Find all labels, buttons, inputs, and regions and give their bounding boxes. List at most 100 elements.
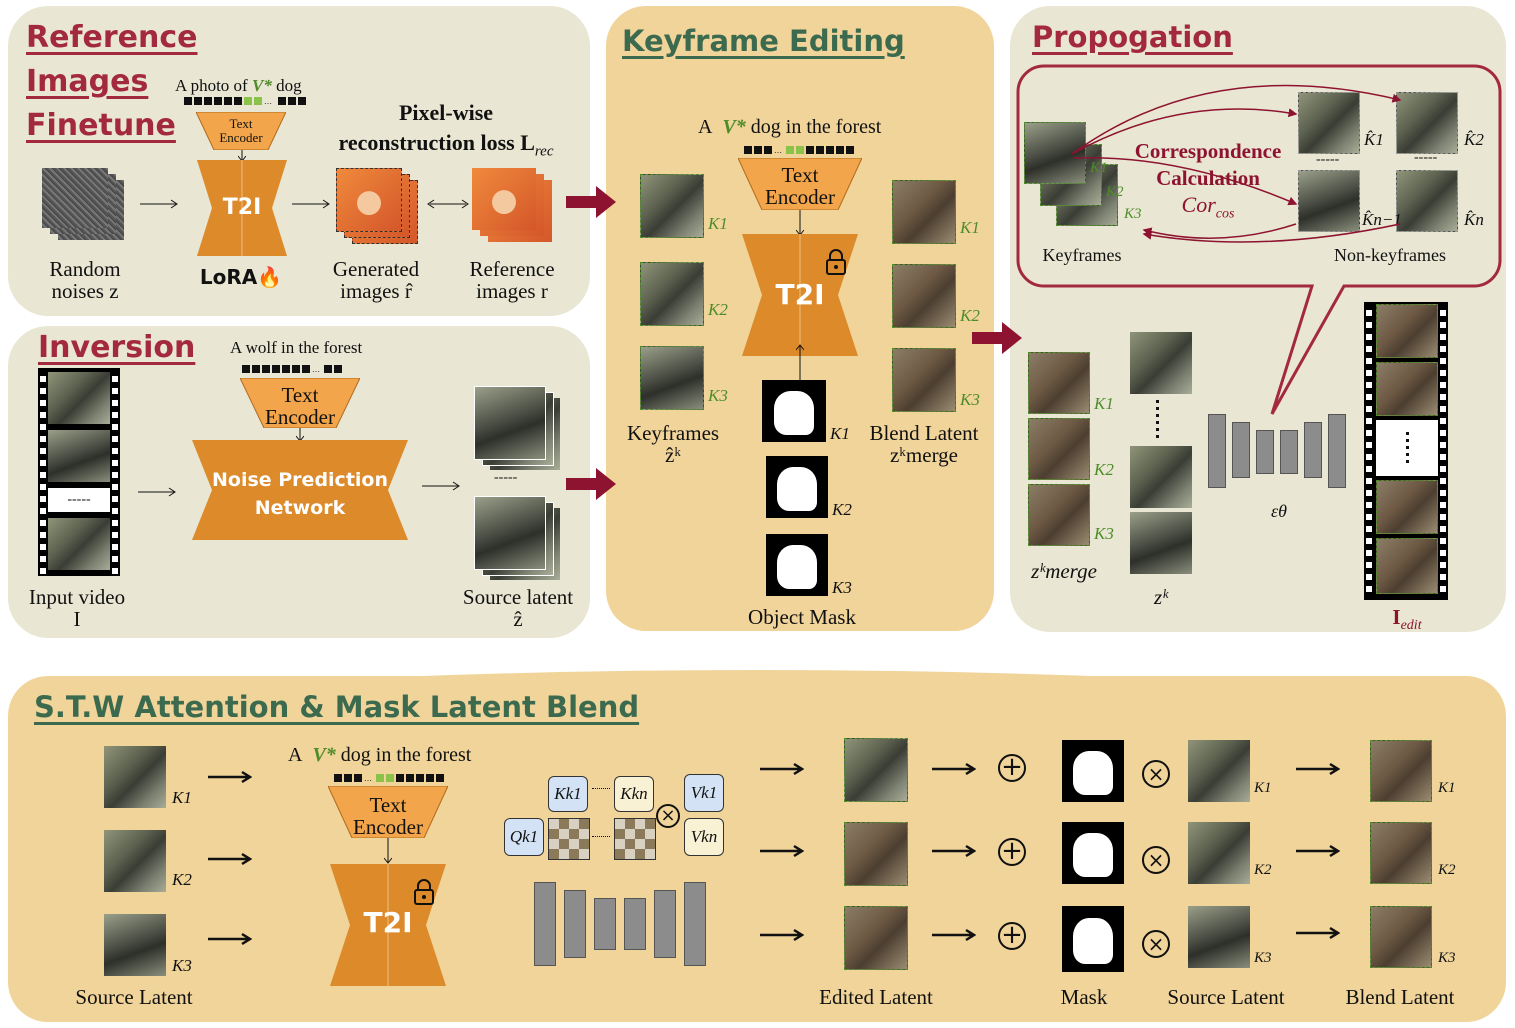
- edited-latent-1: [844, 738, 908, 802]
- attn-grid-1: [548, 818, 590, 860]
- multiply-icon: ×: [1142, 846, 1170, 874]
- blend-k3: [892, 348, 956, 412]
- stw-tokens: …: [334, 774, 444, 783]
- lock-icon: [414, 879, 434, 905]
- finetune-t2i-label: T2I: [222, 195, 262, 220]
- arrow-icon: [384, 838, 392, 864]
- unet-bar-2: [1232, 422, 1250, 478]
- finetune-t2i-block: [197, 160, 287, 256]
- keyframe-t2i-block: [742, 234, 858, 356]
- stw-unet-bar-4: [624, 898, 646, 950]
- source-latent-4: [474, 496, 546, 570]
- prop-zk-1: [1130, 332, 1192, 394]
- input-frame-3: [48, 518, 110, 570]
- source-latent-dots: -----: [494, 470, 518, 485]
- keyframe-t2i-label: T2I: [775, 278, 825, 311]
- stw-blend-k3-label: K3: [1438, 950, 1456, 966]
- khat-2: K̂2: [1464, 130, 1484, 149]
- big-arrow-icon: [566, 468, 616, 500]
- stw-blend-k2: [1370, 822, 1432, 884]
- keyframe-encoder-label: Text Encoder: [765, 163, 835, 209]
- stw-blend-k2-label: K2: [1438, 862, 1456, 878]
- v-kn-box: Vkn: [684, 818, 724, 856]
- edit-frame-3: [1376, 480, 1438, 534]
- khat-1: K̂1: [1364, 130, 1384, 149]
- finetune-tokens: …: [184, 97, 306, 106]
- unet-bar-4: [1280, 430, 1298, 474]
- arrow-icon: [1296, 762, 1340, 776]
- noise-image-1: [42, 168, 108, 228]
- arrow-icon: [1296, 926, 1340, 940]
- prop-zmerge-k2: K2: [1094, 460, 1114, 479]
- stw-source2-k1-label: K1: [1254, 780, 1272, 796]
- reference-image-1: [472, 168, 536, 230]
- nonkey-dots-2: -----: [1414, 150, 1438, 165]
- stw-unet-bar-3: [594, 898, 616, 950]
- multiply-icon: ×: [1142, 930, 1170, 958]
- finetune-title: Reference Images Finetune: [26, 20, 198, 143]
- nonkey-1: [1298, 92, 1360, 154]
- plus-icon: +: [998, 922, 1026, 950]
- finetune-encoder-label: Text Encoder: [219, 116, 263, 145]
- source-latent-1: [474, 386, 546, 460]
- prop-zk-dots: [1156, 400, 1159, 442]
- correspondence-title: Correspondence Calculation: [1134, 139, 1282, 190]
- mask-k2-label: K2: [832, 500, 852, 519]
- arrow-icon: [208, 770, 252, 784]
- arrow-icon: [796, 210, 804, 236]
- finetune-text-encoder: [196, 112, 286, 150]
- prop-zmerge-3: [1028, 484, 1090, 546]
- stw-mask-label: Mask: [1060, 985, 1108, 1009]
- q-k1-box: Qk1: [504, 818, 544, 856]
- stw-mask-1: [1062, 740, 1124, 802]
- inversion-title: Inversion: [38, 330, 196, 365]
- stw-panel: [8, 676, 1506, 1022]
- k-k1-box: Kk1: [548, 776, 588, 812]
- blend-k1: [892, 180, 956, 244]
- network-label: Noise Prediction Network: [211, 469, 388, 519]
- correspondence-sub: Corcos: [1181, 192, 1235, 222]
- multiply-icon: ×: [656, 804, 680, 828]
- stw-prompt: A V* dog in the forest: [288, 744, 472, 766]
- input-frame-1: [48, 372, 110, 424]
- nonkey-2: [1396, 92, 1458, 154]
- mask-k1-label: K1: [830, 424, 850, 443]
- stw-source-k3-label: K3: [172, 956, 192, 975]
- prop-keyframe-k2-label: K2: [1106, 184, 1124, 200]
- edit-film-holes-right: [1440, 304, 1446, 598]
- propagation-title: Propogation: [1032, 20, 1233, 54]
- keyframe-title: Keyframe Editing: [622, 24, 905, 58]
- stw-blend-k3: [1370, 906, 1432, 968]
- arrow-icon: [760, 928, 804, 942]
- prop-zmerge-label: zᵏmerge: [1031, 559, 1097, 583]
- stw-blend-k1: [1370, 740, 1432, 802]
- stw-mask-3: [1062, 906, 1124, 972]
- stw-unet-bar-2: [564, 890, 586, 958]
- arrow-icon: [140, 199, 178, 209]
- prop-zk-label: zᵏ: [1153, 585, 1169, 609]
- arrow-icon: [760, 762, 804, 776]
- stw-source-k2: [104, 830, 166, 892]
- nonkey-dots-1: -----: [1316, 152, 1340, 167]
- input-frame-2: [48, 430, 110, 482]
- keyframe-k3: [640, 346, 704, 410]
- stw-source2-k2: [1188, 822, 1250, 884]
- keyframe-k3-label: K3: [708, 386, 728, 405]
- generated-image-1: [336, 168, 402, 232]
- k-kn-box: Kkn: [614, 776, 654, 812]
- keyframe-k1: [640, 174, 704, 238]
- arrow-icon: [138, 487, 176, 497]
- keyframes-label: Keyframes ẑᵏ: [626, 421, 720, 467]
- finetune-prompt: A photo of V* dog: [175, 76, 302, 95]
- edit-frame-1: [1376, 304, 1438, 358]
- stw-t2i-label: T2I: [363, 906, 413, 939]
- noise-label: Random noises z: [49, 257, 121, 303]
- inversion-tokens: …: [242, 365, 342, 374]
- stw-text-encoder: [328, 786, 448, 838]
- mask-k3-label: K3: [832, 578, 852, 597]
- lora-label: LoRA🔥: [199, 265, 283, 289]
- keyframe-tokens: …: [744, 146, 854, 155]
- stw-source-k1-label: K1: [172, 788, 192, 807]
- stw-source-k2-label: K2: [172, 870, 192, 889]
- keyframe-prompt: A V* dog in the forest: [698, 116, 882, 138]
